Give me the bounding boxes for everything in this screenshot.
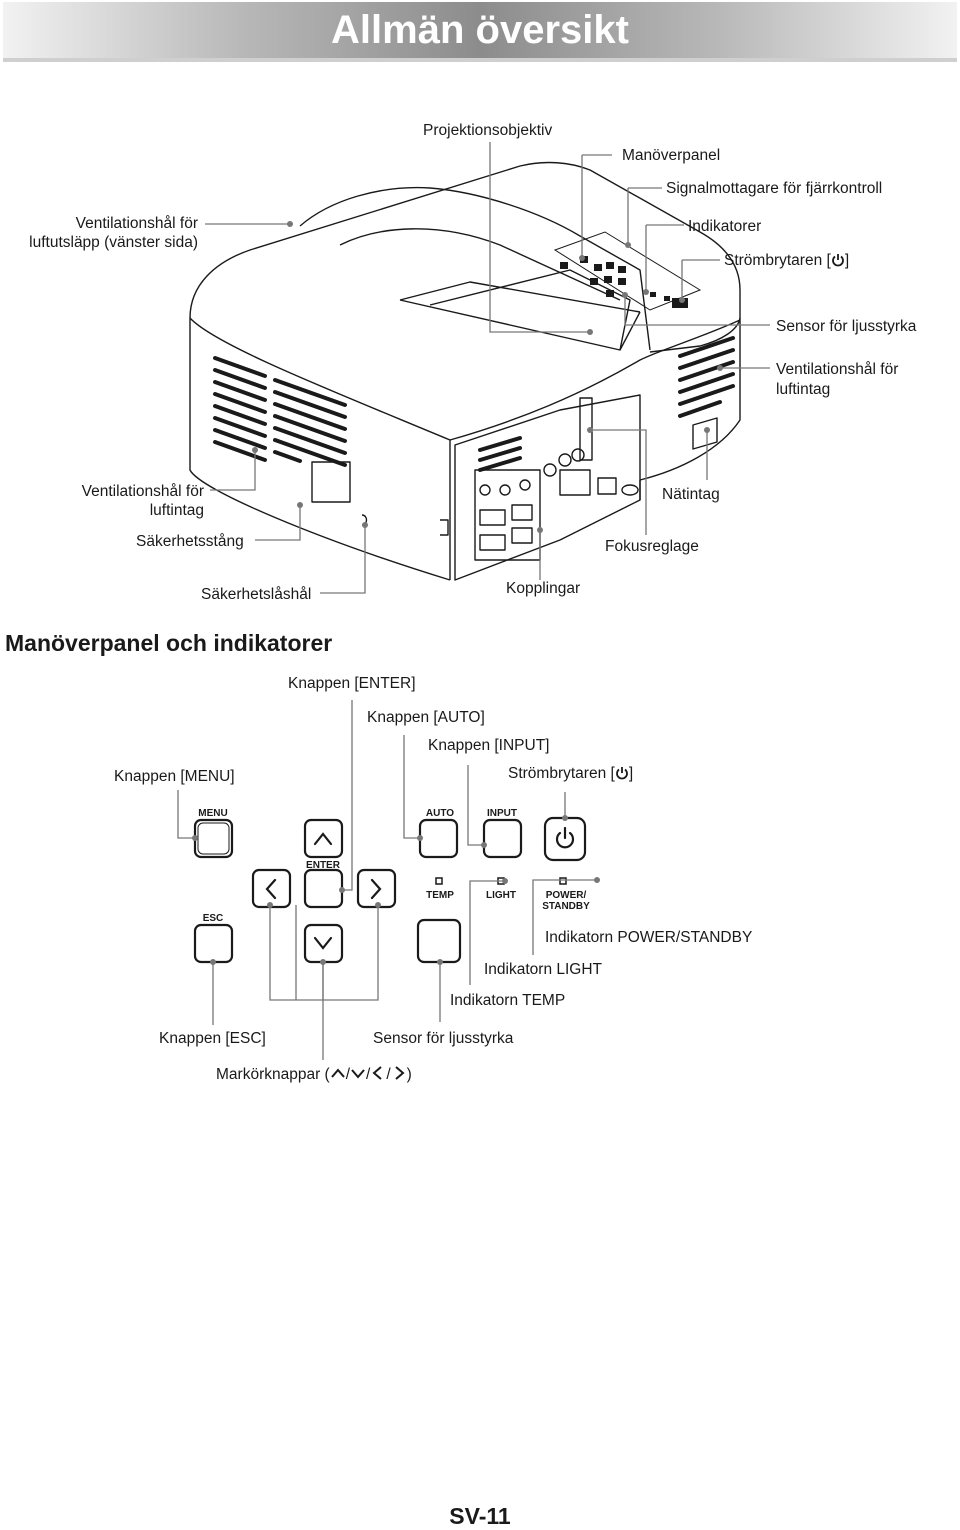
- label-connectors: Kopplingar: [506, 580, 581, 597]
- label-indicators: Indikatorer: [688, 218, 762, 235]
- label-power-button: Strömbrytaren []: [508, 764, 633, 783]
- label-power-inlet: Nätintag: [662, 486, 720, 503]
- power-switch-bracket: ]: [844, 252, 850, 269]
- slash-1: /: [345, 1066, 351, 1083]
- label-enter-button: Knappen [ENTER]: [288, 675, 416, 692]
- power-icon: [831, 254, 844, 267]
- label-power-indicator: Indikatorn POWER/STANDBY: [545, 929, 753, 946]
- label-security-bar: Säkerhetsstång: [136, 533, 244, 550]
- label-power-switch: Strömbrytaren []: [724, 251, 849, 270]
- auto-key-text: AUTO: [426, 808, 454, 819]
- power-switch-text: Strömbrytaren [: [724, 252, 831, 269]
- label-input-button: Knappen [INPUT]: [428, 737, 550, 754]
- page-number: SV-11: [449, 1503, 511, 1529]
- label-vent-exhaust-1: Ventilationshål för: [75, 215, 198, 232]
- menu-key-text: MENU: [198, 808, 227, 819]
- label-vent-intake-right-2: luftintag: [776, 381, 831, 398]
- esc-key-text: ESC: [203, 913, 224, 924]
- label-esc-button: Knappen [ESC]: [159, 1030, 266, 1047]
- up-arrow-icon: [330, 1068, 345, 1078]
- label-auto-button: Knappen [AUTO]: [367, 709, 485, 726]
- title-banner: Allmän översikt: [3, 2, 957, 62]
- power-standby-text-2: STANDBY: [542, 901, 590, 912]
- page-title: Allmän översikt: [331, 8, 629, 52]
- label-vent-intake-left-2: luftintag: [149, 502, 204, 519]
- slash-3: /: [386, 1066, 391, 1083]
- power-standby-text-1: POWER/: [546, 890, 587, 901]
- label-security-slot: Säkerhetslåshål: [201, 586, 312, 603]
- close-paren: ): [406, 1066, 412, 1083]
- enter-key-text: ENTER: [306, 860, 341, 871]
- label-vent-intake-right-1: Ventilationshål för: [776, 361, 899, 378]
- section-title: Manöverpanel och indikatorer: [5, 630, 333, 656]
- label-focus: Fokusreglage: [605, 538, 699, 555]
- temp-key-text: TEMP: [426, 890, 454, 901]
- label-temp-indicator: Indikatorn TEMP: [450, 992, 566, 1009]
- label-cursor-keys: Markörknappar ( / / /): [216, 1065, 412, 1084]
- label-lens: Projektionsobjektiv: [423, 122, 553, 139]
- label-menu-button: Knappen [MENU]: [114, 768, 235, 785]
- label-vent-intake-left-1: Ventilationshål för: [81, 483, 204, 500]
- left-arrow-icon: [372, 1066, 382, 1080]
- power-button-bracket: ]: [628, 765, 634, 782]
- label-remote-receiver: Signalmottagare för fjärrkontroll: [666, 180, 883, 197]
- label-control-panel: Manöverpanel: [622, 147, 721, 164]
- cursor-keys-text: Markörknappar (: [216, 1066, 330, 1083]
- light-key-text: LIGHT: [486, 890, 516, 901]
- right-arrow-icon: [395, 1066, 405, 1080]
- label-sensor: Sensor för ljusstyrka: [373, 1030, 514, 1047]
- input-key-text: INPUT: [487, 808, 517, 819]
- power-button-text: Strömbrytaren [: [508, 765, 615, 782]
- slash-2: /: [366, 1066, 371, 1083]
- label-light-indicator: Indikatorn LIGHT: [484, 961, 603, 978]
- label-vent-exhaust-2: luftutsläpp (vänster sida): [29, 234, 198, 251]
- power-icon: [615, 767, 628, 780]
- down-arrow-icon: [351, 1069, 365, 1079]
- label-light-sensor: Sensor för ljusstyrka: [776, 318, 917, 335]
